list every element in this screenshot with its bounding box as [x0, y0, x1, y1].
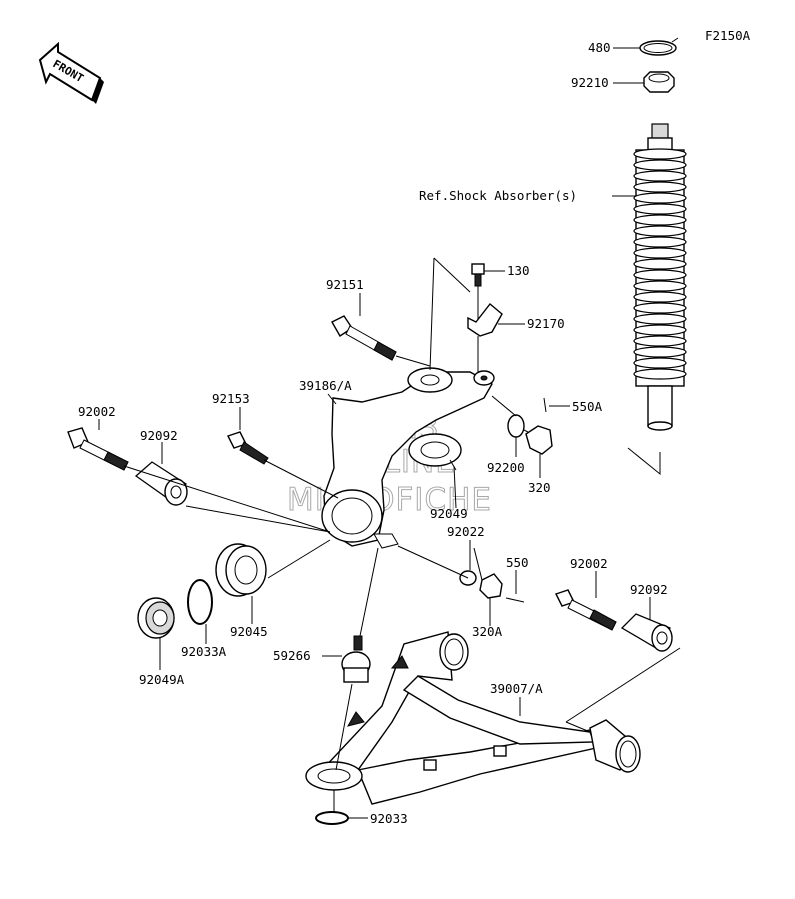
label-130: 130: [507, 263, 530, 278]
label-550a: 550A: [572, 399, 603, 414]
shock-absorber: [627, 37, 687, 476]
spring-coil: [633, 357, 687, 369]
bolt-92002-left: [67, 427, 129, 471]
label-39186a: 39186/A: [299, 378, 352, 393]
spring-coil: [633, 335, 687, 347]
spring-coil: [633, 203, 687, 215]
spring-coil: [633, 148, 687, 160]
label-92022: 92022: [447, 524, 485, 539]
spring-coil: [633, 181, 687, 193]
label-92045: 92045: [230, 624, 268, 639]
label-480: 480: [588, 40, 611, 55]
label-92002-left: 92002: [78, 404, 116, 419]
circlip-92033: [315, 811, 349, 825]
circlip-92033a: [187, 579, 213, 625]
label-92049: 92049: [430, 506, 468, 521]
spring-coil: [633, 324, 687, 336]
spring-coil: [633, 170, 687, 182]
front-arrow-icon: FRONT: [38, 41, 104, 104]
label-92092-right: 92092: [630, 582, 668, 597]
part-labels: 480 92210 Ref.Shock Absorber(s) 130 9215…: [78, 40, 668, 826]
label-39007a: 39007/A: [490, 681, 543, 696]
label-92170: 92170: [527, 316, 565, 331]
bushing-92092-left: [134, 461, 188, 506]
label-550: 550: [506, 555, 529, 570]
nut-320: [525, 425, 553, 455]
spring-coil: [633, 280, 687, 292]
cotter-pin-550a: [543, 397, 547, 413]
watermark-line-3: MICROFICHE: [287, 482, 492, 518]
spring-coil: [633, 346, 687, 358]
label-92033: 92033: [370, 811, 408, 826]
spring-coil: [633, 269, 687, 281]
spring-coil: [633, 247, 687, 259]
leader-lines: [98, 47, 681, 819]
spring-coil: [633, 236, 687, 248]
label-ref-shock: Ref.Shock Absorber(s): [419, 188, 577, 203]
label-92151: 92151: [326, 277, 364, 292]
label-92200: 92200: [487, 460, 525, 475]
spring-coil: [633, 313, 687, 325]
bolt-92151: [331, 315, 397, 361]
spring-coil: [633, 368, 687, 380]
spring-coil: [633, 291, 687, 303]
spring-coil: [633, 159, 687, 171]
spring-coil: [633, 225, 687, 237]
label-92210: 92210: [571, 75, 609, 90]
bolt-130: [471, 263, 485, 287]
bolt-92153: [227, 431, 269, 465]
bolt-92002-right: [555, 589, 617, 631]
washer-92200: [507, 414, 525, 438]
spring-coil: [633, 302, 687, 314]
label-92049a: 92049A: [139, 672, 185, 687]
label-320a: 320A: [472, 624, 503, 639]
label-92092-left: 92092: [140, 428, 178, 443]
seal-92049a: [137, 597, 175, 639]
label-92033a: 92033A: [181, 644, 227, 659]
bushing-92092-right: [620, 613, 673, 652]
cotter-pin-550: [505, 597, 525, 603]
spring-coil: [633, 258, 687, 270]
bracket-92170: [467, 302, 503, 337]
label-320: 320: [528, 480, 551, 495]
ball-joint-59266: [341, 635, 371, 683]
label-92153: 92153: [212, 391, 250, 406]
a-arm-39007: [305, 631, 641, 805]
label-92002-right: 92002: [570, 556, 608, 571]
spring-coil: [633, 192, 687, 204]
nut-320a: [479, 573, 503, 599]
spring-coil: [633, 214, 687, 226]
diagram-code: F2150A: [705, 28, 751, 43]
label-59266: 59266: [273, 648, 311, 663]
bearing-92045: [215, 543, 267, 597]
